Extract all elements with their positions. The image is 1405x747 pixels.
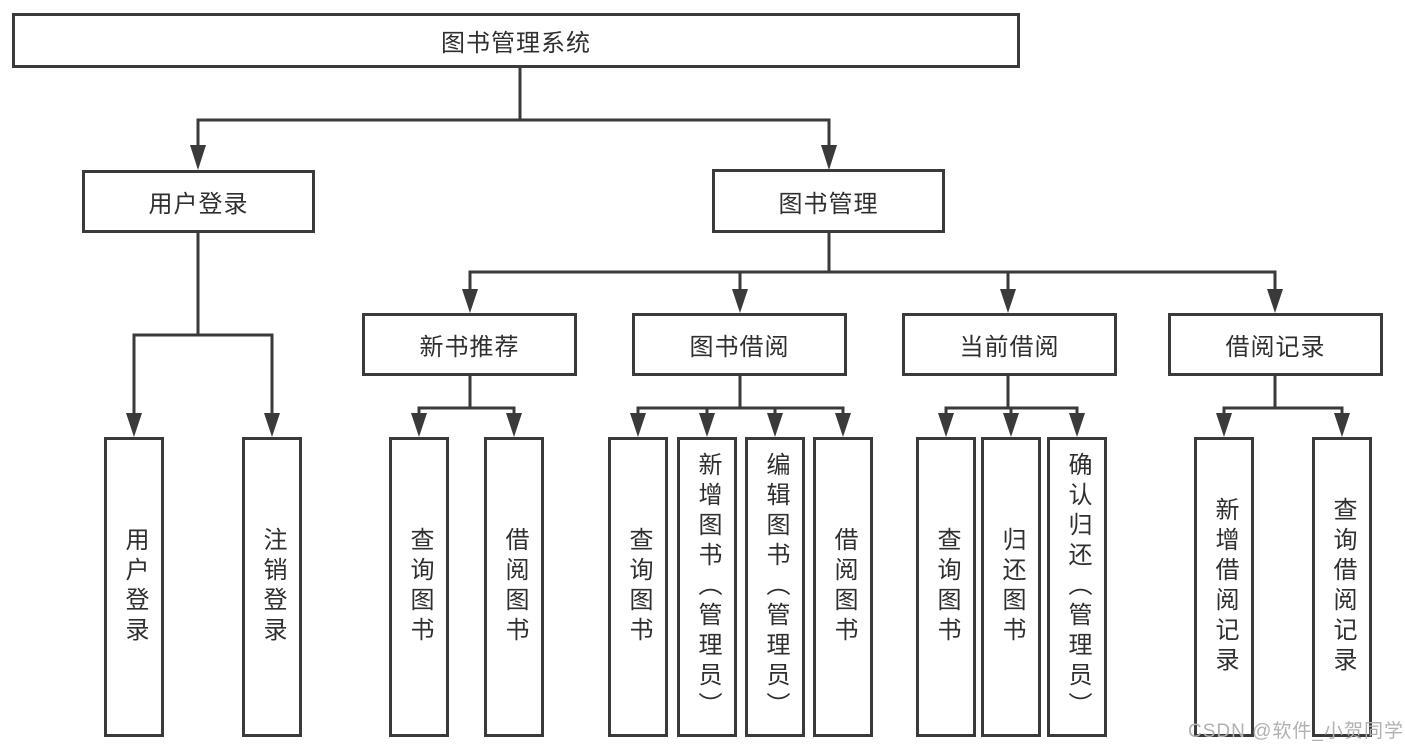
leaf-query-book-2-label: 查询图书 [625,527,652,647]
node-user-login-label: 用户登录 [148,191,249,218]
leaf-add-borrow-record: 新增借阅记录 [1194,437,1254,737]
leaf-edit-book-admin: 编辑图书（管理员） [745,437,805,737]
node-book-borrow-label: 图书借阅 [689,334,790,361]
leaf-add-book-admin-label: 新增图书（管理员） [694,452,721,722]
node-current-borrow: 当前借阅 [902,313,1117,376]
leaf-logout-label: 注销登录 [259,527,286,647]
leaf-add-borrow-record-label: 新增借阅记录 [1211,497,1238,677]
leaf-query-borrow-record-label: 查询借阅记录 [1329,497,1356,677]
leaf-borrow-book-1: 借阅图书 [484,437,544,737]
node-current-borrow-label: 当前借阅 [959,334,1060,361]
leaf-return-book: 归还图书 [981,437,1041,737]
node-new-book-recommend: 新书推荐 [362,313,577,376]
arrowheads [126,145,1350,437]
leaf-add-book-admin: 新增图书（管理员） [677,437,737,737]
leaf-query-book-2: 查询图书 [608,437,668,737]
csdn-watermark: CSDN @软件_小贺同学 [1188,721,1404,742]
leaf-return-book-label: 归还图书 [998,527,1025,647]
leaf-borrow-book-2: 借阅图书 [813,437,873,737]
node-root: 图书管理系统 [12,13,1020,68]
node-borrow-record-label: 借阅记录 [1225,334,1326,361]
leaf-confirm-return-admin-label: 确认归还（管理员） [1064,452,1091,722]
node-book-borrow: 图书借阅 [632,313,847,376]
leaf-query-book-1: 查询图书 [389,437,449,737]
node-user-login: 用户登录 [82,170,315,233]
leaf-user-login-label: 用户登录 [121,527,148,647]
leaf-query-book-3: 查询图书 [916,437,976,737]
leaf-query-book-1-label: 查询图书 [406,527,433,647]
leaf-logout: 注销登录 [242,437,302,737]
leaf-borrow-book-2-label: 借阅图书 [830,527,857,647]
leaf-query-borrow-record: 查询借阅记录 [1312,437,1372,737]
leaf-confirm-return-admin: 确认归还（管理员） [1047,437,1107,737]
node-book-management: 图书管理 [712,169,945,233]
node-root-label: 图书管理系统 [441,30,591,57]
node-book-management-label: 图书管理 [778,190,879,218]
leaf-user-login: 用户登录 [104,437,164,737]
node-borrow-record: 借阅记录 [1168,313,1383,376]
node-new-book-recommend-label: 新书推荐 [419,334,520,361]
leaf-query-book-3-label: 查询图书 [933,527,960,647]
leaf-edit-book-admin-label: 编辑图书（管理员） [762,452,789,722]
connector-paths [132,68,1344,415]
leaf-borrow-book-1-label: 借阅图书 [501,527,528,647]
